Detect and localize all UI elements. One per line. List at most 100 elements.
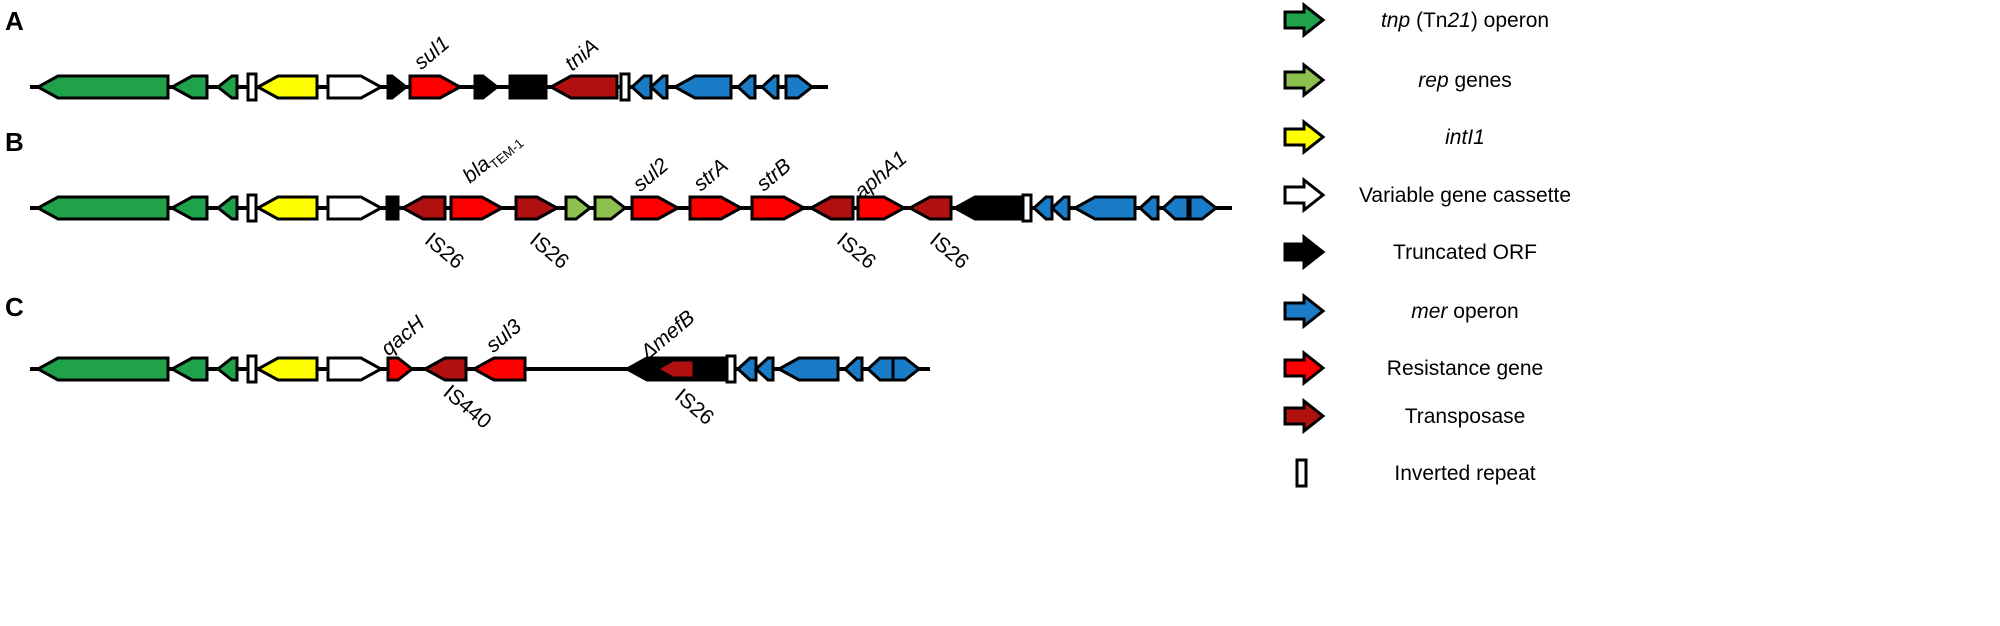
A-truncated-orf-1 <box>386 74 409 100</box>
B-strB-label: strB <box>752 154 795 196</box>
A-cassette-gene <box>326 74 385 100</box>
legend-tnp-label: tnp (Tn21) operon <box>1381 9 1549 32</box>
C-mer-gene-5 <box>865 356 895 382</box>
A-mer-gene-5 <box>759 74 780 100</box>
B-sul2-label: sul2 <box>629 154 674 197</box>
B-inverted-repeat-left <box>246 193 258 223</box>
B-IS26-transposase-2 <box>514 195 561 221</box>
A-tnp-gene-2 <box>168 74 209 100</box>
legend-cassette-text-part-0: Variable gene cassette <box>1359 184 1571 207</box>
legend-mer-label: mer operon <box>1411 300 1518 323</box>
C-mer-gene-1 <box>735 356 758 382</box>
C-sul3-label: sul3 <box>482 315 527 358</box>
legend-mer-swatch <box>1283 292 1326 330</box>
A-tnp-gene-3 <box>215 74 239 100</box>
legend-ir-label: Inverted repeat <box>1394 462 1535 485</box>
legend-ir-text-part-0: Inverted repeat <box>1394 462 1535 485</box>
C-inverted-repeat-left <box>246 354 258 384</box>
legend-rep-label: rep genes <box>1418 69 1511 92</box>
legend-intI1-text-part-0: intI1 <box>1445 126 1485 149</box>
B-IS26-transposase-3 <box>807 195 855 221</box>
B-truncated-orf-2 <box>951 195 1022 221</box>
B-mer-gene-6 <box>1188 195 1219 221</box>
A-sul1-label: sul1 <box>410 32 454 74</box>
legend-tnp-text-part-0: tnp <box>1381 9 1410 32</box>
B-mer-gene-5 <box>1160 195 1190 221</box>
legend-tnp-text-part-2: 21 <box>1446 9 1470 32</box>
B-aphA1-gene <box>856 195 908 221</box>
legend-mer-text-part-0: mer <box>1411 300 1448 323</box>
legend-intI1-label: intI1 <box>1445 126 1485 149</box>
legend-resistance-text-part-0: Resistance gene <box>1387 357 1543 380</box>
A-mer-gene-1 <box>629 74 653 100</box>
C-intI1-gene <box>254 356 319 382</box>
B-IS26-transposase-4 <box>906 195 953 221</box>
B-mer-gene-2 <box>1049 195 1071 221</box>
panel-label-A: A <box>5 6 24 36</box>
A-inverted-repeat-right <box>619 72 631 102</box>
B-sul2-gene <box>630 195 682 221</box>
legend-truncated-swatch <box>1283 233 1326 271</box>
B-aphA1-label: aphA1 <box>850 147 911 204</box>
A-mer-gene-6 <box>784 74 815 100</box>
B-blaTEM1-gene <box>449 195 506 221</box>
C-IS440-label: IS440 <box>439 381 496 434</box>
B-truncated-orf-1 <box>385 195 400 221</box>
B-IS26-label-3: IS26 <box>832 228 880 273</box>
A-tniA-gene <box>547 74 619 100</box>
B-intI1-gene <box>254 195 319 221</box>
legend-truncated-text-part-0: Truncated ORF <box>1393 241 1537 264</box>
A-truncated-orf-3 <box>508 74 548 100</box>
panel-label-B: B <box>5 127 24 157</box>
B-tnp-gene-2 <box>168 195 209 221</box>
legend-rep-swatch <box>1283 61 1326 99</box>
A-intI1-gene <box>254 74 319 100</box>
C-inverted-repeat-right <box>725 354 737 384</box>
B-IS26-label-4: IS26 <box>925 228 973 273</box>
B-mer-gene-1 <box>1031 195 1054 221</box>
legend-tnp-swatch <box>1283 1 1326 39</box>
legend-truncated-label: Truncated ORF <box>1393 241 1537 264</box>
C-IS26-label: IS26 <box>670 384 718 429</box>
A-sul1-gene <box>408 74 464 100</box>
B-cassette-gene <box>326 195 385 221</box>
C-mer-gene-6 <box>891 356 922 382</box>
B-strA-label: strA <box>689 154 732 196</box>
C-mer-gene-2 <box>753 356 775 382</box>
B-tnp-gene-1 <box>34 195 170 221</box>
B-tnp-gene-3 <box>215 195 239 221</box>
legend-rep-text-part-1: genes <box>1449 69 1512 92</box>
C-mer-gene-4 <box>842 356 864 382</box>
C-mer-gene-3 <box>775 356 840 382</box>
B-rep-gene-2 <box>593 195 628 221</box>
legend-transposase-label: Transposase <box>1405 405 1526 428</box>
legend-transposase-swatch <box>1283 397 1326 435</box>
B-inverted-repeat-right <box>1021 193 1033 223</box>
C-truncated-orf <box>692 356 727 382</box>
B-strB-gene <box>750 195 808 221</box>
A-mer-gene-3 <box>671 74 733 100</box>
legend-tnp-text-part-1: (Tn <box>1410 9 1447 32</box>
legend-resistance-label: Resistance gene <box>1387 357 1543 380</box>
C-tnp-gene-2 <box>168 356 209 382</box>
B-rep-gene-1 <box>564 195 593 221</box>
B-IS26-label-2: IS26 <box>525 228 573 273</box>
C-tnp-gene-3 <box>215 356 239 382</box>
B-mer-gene-3 <box>1071 195 1137 221</box>
B-bla-subscript-text: TEM-1 <box>487 136 527 173</box>
legend-cassette-label: Variable gene cassette <box>1359 184 1571 207</box>
panel-label-C: C <box>5 292 24 322</box>
legend-rep-text-part-0: rep <box>1418 69 1448 92</box>
A-inverted-repeat-left <box>246 72 258 102</box>
C-IS440-transposase <box>421 356 468 382</box>
C-cassette-gene <box>326 356 385 382</box>
legend-ir-swatch <box>1295 458 1308 488</box>
legend-mer-text-part-1: operon <box>1447 300 1518 323</box>
B-strA-gene <box>688 195 745 221</box>
B-mer-gene-4 <box>1137 195 1160 221</box>
legend-resistance-swatch <box>1283 349 1326 387</box>
C-qacH-label: qacH <box>377 311 430 361</box>
A-mer-gene-2 <box>648 74 669 100</box>
B-IS26-transposase-1 <box>399 195 447 221</box>
